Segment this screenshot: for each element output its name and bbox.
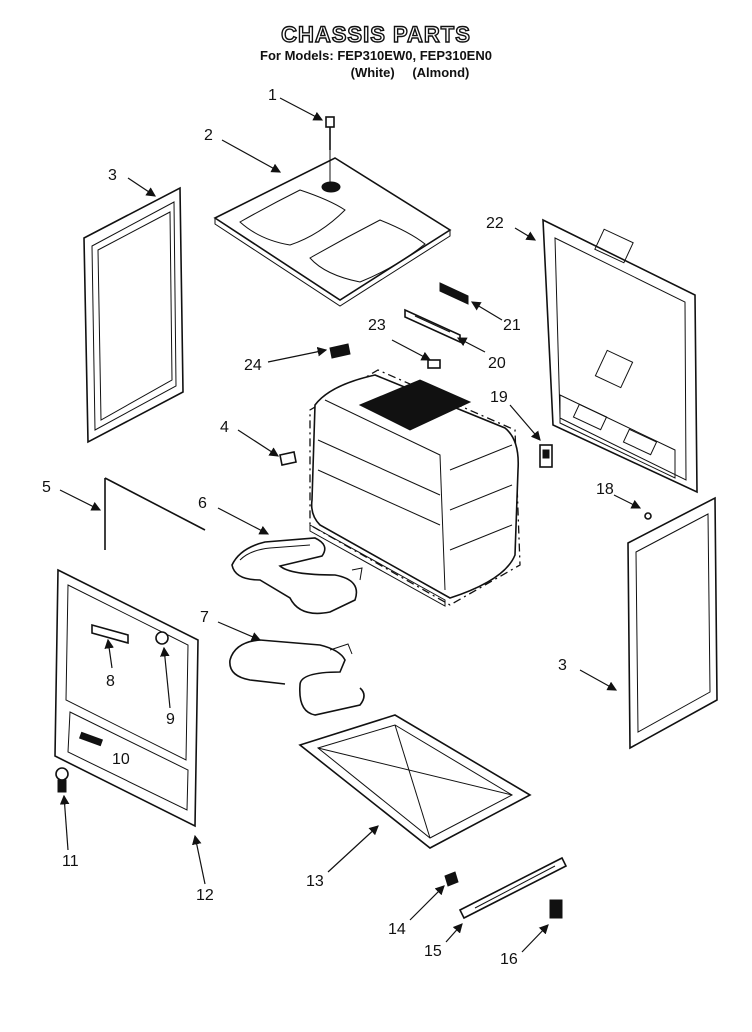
part-21-terminal-block [439,282,469,305]
part-6-bake-element [231,537,363,615]
part-10-label [78,731,104,747]
callout-11: 11 [62,853,79,870]
part-16-leveling-leg [549,899,563,919]
oven-cavity [309,369,521,607]
callout-9: 9 [166,711,175,728]
color-variants: (White) (Almond) [0,65,752,80]
part-9-plug [155,631,169,645]
callout-14: 14 [388,921,406,938]
callout-5: 5 [42,479,51,496]
callout-13: 13 [306,873,324,890]
callout-3-right: 3 [558,657,567,674]
part-4-clip [279,451,297,466]
callout-20: 20 [488,355,506,372]
part-1-stud [325,116,335,150]
part-24-clip [329,343,351,359]
callout-18: 18 [596,481,614,498]
callout-3-left: 3 [108,167,117,184]
diagram-title: CHASSIS PARTS [280,21,471,47]
callout-4: 4 [220,419,229,436]
callout-10: 10 [112,751,130,768]
part-13-pan [298,714,532,849]
callout-22: 22 [486,215,504,232]
part-7-broil-element [229,639,365,716]
part-15-rail [458,856,568,920]
callout-21: 21 [503,317,521,334]
part-14-clip [444,871,459,887]
model-list: For Models: FEP310EW0, FEP310EN0 [0,48,752,63]
part-23-clip [427,359,441,369]
callout-23: 23 [368,317,386,334]
model-number-1: FEP310EW0, [337,48,417,63]
callout-19: 19 [490,389,508,406]
model-number-2: FEP310EN0 [419,48,492,63]
models-prefix: For Models: [260,48,334,63]
callout-6: 6 [198,495,207,512]
callout-24: 24 [244,357,262,374]
callout-12: 12 [196,887,214,904]
part-5-gasket [104,477,206,550]
front-frame [54,568,199,828]
callout-15: 15 [424,943,442,960]
part-2-top-panel [213,150,452,307]
part-11-leveling-leg [55,767,69,793]
part-3-side-panel-right [627,496,718,750]
callout-1: 1 [268,87,277,104]
variant-almond: (Almond) [412,65,470,80]
callout-7: 7 [200,609,209,626]
part-22-rear-panel [542,218,698,494]
part-20-bracket [404,308,461,344]
callout-labels: 1 2 3 22 21 20 23 24 19 4 5 6 18 7 3 8 9… [42,87,614,968]
part-3-side-panel-left [83,186,184,444]
part-8-nameplate [91,623,129,645]
callout-8: 8 [106,673,115,690]
callout-2: 2 [204,127,213,144]
callout-16: 16 [500,951,518,968]
callout-arrows [59,97,642,953]
part-18-screw [644,512,652,520]
part-19-switch [539,444,553,468]
variant-white: (White) [350,65,395,80]
